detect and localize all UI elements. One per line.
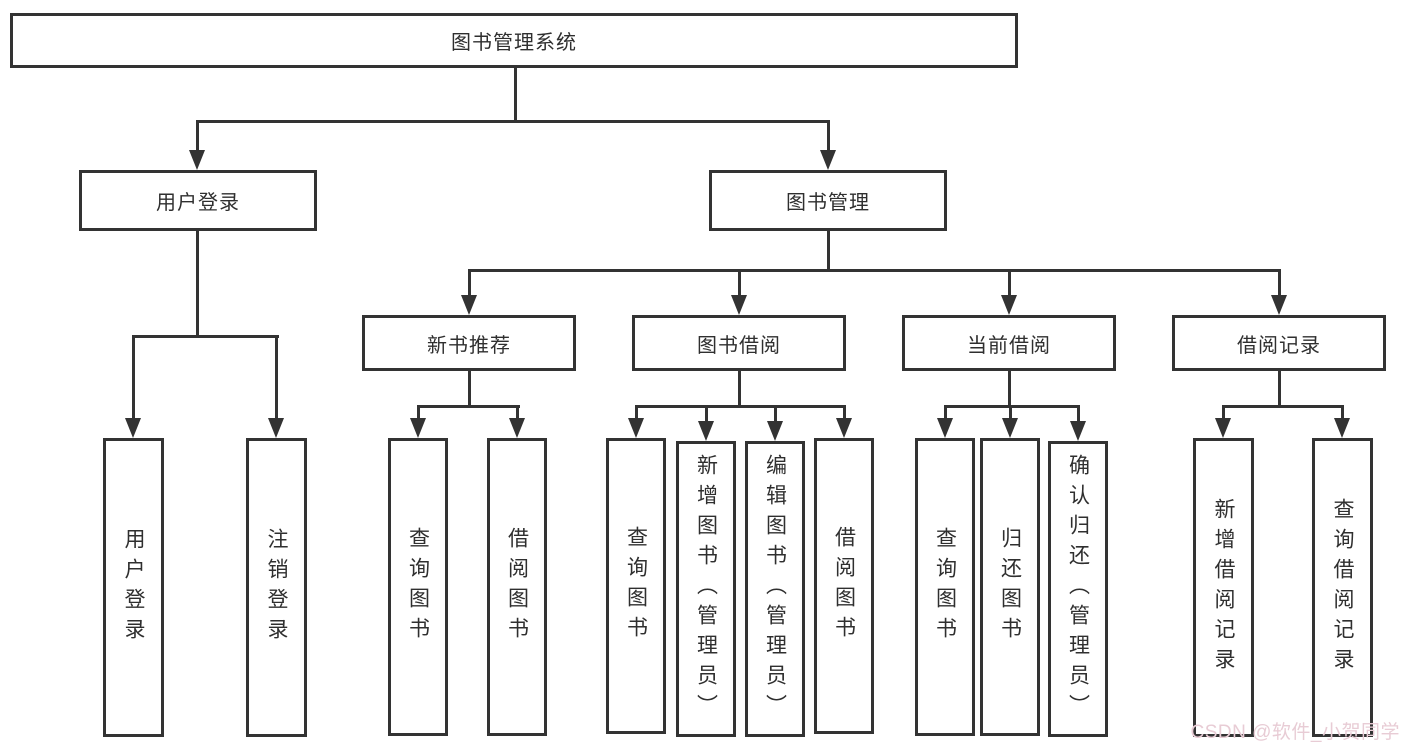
connector-drop-user-login xyxy=(196,120,199,154)
leaf-query-book-borrow: 查询图书 xyxy=(606,438,666,734)
connector-book-management-stub xyxy=(827,231,830,271)
node-user-login: 用户登录 xyxy=(79,170,317,231)
node-borrow-records-label: 借阅记录 xyxy=(1237,334,1321,357)
connector-group4-drop2 xyxy=(1341,405,1344,424)
arrow-down-icon xyxy=(410,418,426,438)
connector-group1-drop1 xyxy=(417,405,420,424)
connector-group2-drop2 xyxy=(705,405,708,424)
leaf-query-book-borrow-label: 查询图书 xyxy=(624,526,648,646)
connector-group3-drop2 xyxy=(1009,405,1012,424)
arrow-down-icon xyxy=(1001,295,1017,315)
arrow-down-icon xyxy=(189,150,205,170)
arrow-down-icon xyxy=(1271,295,1287,315)
node-root: 图书管理系统 xyxy=(10,13,1018,68)
leaf-user-login-label: 用户登录 xyxy=(122,527,145,648)
arrow-down-icon xyxy=(1002,418,1018,438)
arrow-down-icon xyxy=(767,421,783,441)
node-book-borrow-label: 图书借阅 xyxy=(697,334,781,357)
arrow-down-icon xyxy=(1215,418,1231,438)
connector-group1-stub xyxy=(468,370,471,408)
leaf-edit-book-admin-label: 编辑图书（管理员） xyxy=(763,454,787,724)
connector-drop-new-book-recommend xyxy=(468,269,471,299)
connector-group4-stub xyxy=(1278,370,1281,408)
leaf-query-borrow-record: 查询借阅记录 xyxy=(1312,438,1373,737)
connector-level1-hline xyxy=(196,120,830,123)
connector-drop-current-borrow xyxy=(1008,269,1011,299)
connector-group4-hline xyxy=(1222,405,1344,408)
node-current-borrow-label: 当前借阅 xyxy=(967,334,1051,357)
leaf-confirm-return-admin: 确认归还（管理员） xyxy=(1048,441,1108,737)
connector-group3-stub xyxy=(1008,370,1011,408)
arrow-down-icon xyxy=(1334,418,1350,438)
leaf-query-book-current: 查询图书 xyxy=(915,438,975,736)
node-book-borrow: 图书借阅 xyxy=(632,315,846,371)
connector-group3-hline xyxy=(944,405,1080,408)
leaf-add-book-admin: 新增图书（管理员） xyxy=(676,441,736,737)
leaf-add-borrow-record-label: 新增借阅记录 xyxy=(1212,497,1235,678)
connector-group4-drop1 xyxy=(1222,405,1225,424)
connector-group2-drop1 xyxy=(635,405,638,424)
connector-group2-hline xyxy=(635,405,846,408)
connector-drop-leaf-logout xyxy=(275,335,278,423)
connector-drop-borrow-records xyxy=(1278,269,1281,299)
leaf-confirm-return-admin-label: 确认归还（管理员） xyxy=(1066,454,1090,724)
leaf-query-book-current-label: 查询图书 xyxy=(933,527,957,647)
connector-group2-drop3 xyxy=(774,405,777,424)
connector-drop-leaf-user-login xyxy=(132,335,135,423)
leaf-logout-login-label: 注销登录 xyxy=(265,527,288,648)
leaf-add-book-admin-label: 新增图书（管理员） xyxy=(694,454,718,724)
connector-root-stub xyxy=(514,67,517,121)
arrow-down-icon xyxy=(509,418,525,438)
connector-drop-book-management xyxy=(827,120,830,154)
leaf-borrow-book-recommend-label: 借阅图书 xyxy=(505,527,529,647)
connector-group2-stub xyxy=(738,370,741,408)
arrow-down-icon xyxy=(125,418,141,438)
node-book-management: 图书管理 xyxy=(709,170,947,231)
arrow-down-icon xyxy=(731,295,747,315)
arrow-down-icon xyxy=(937,418,953,438)
arrow-down-icon xyxy=(1070,421,1086,441)
connector-group3-drop3 xyxy=(1077,405,1080,424)
node-current-borrow: 当前借阅 xyxy=(902,315,1116,371)
arrow-down-icon xyxy=(698,421,714,441)
node-book-management-label: 图书管理 xyxy=(786,192,870,214)
leaf-return-book-label: 归还图书 xyxy=(998,527,1022,647)
connector-user-login-hline xyxy=(132,335,279,338)
leaf-return-book: 归还图书 xyxy=(980,438,1040,736)
leaf-add-borrow-record: 新增借阅记录 xyxy=(1193,438,1254,737)
node-new-book-recommend: 新书推荐 xyxy=(362,315,576,371)
connector-group1-hline xyxy=(417,405,520,408)
node-root-label: 图书管理系统 xyxy=(451,32,577,54)
node-borrow-records: 借阅记录 xyxy=(1172,315,1386,371)
arrow-down-icon xyxy=(268,418,284,438)
leaf-query-book-recommend-label: 查询图书 xyxy=(406,527,430,647)
arrow-down-icon xyxy=(836,418,852,438)
connector-drop-book-borrow xyxy=(738,269,741,299)
leaf-borrow-book-recommend: 借阅图书 xyxy=(487,438,547,736)
connector-group3-drop1 xyxy=(944,405,947,424)
leaf-edit-book-admin: 编辑图书（管理员） xyxy=(745,441,805,737)
arrow-down-icon xyxy=(820,150,836,170)
connector-group1-drop2 xyxy=(516,405,519,424)
node-new-book-recommend-label: 新书推荐 xyxy=(427,334,511,357)
arrow-down-icon xyxy=(628,418,644,438)
connector-group2-drop4 xyxy=(843,405,846,424)
leaf-borrow-book-borrow-label: 借阅图书 xyxy=(832,526,856,646)
connector-user-login-stub xyxy=(196,231,199,337)
watermark: CSDN @软件_小贺同学 xyxy=(1190,722,1400,743)
leaf-borrow-book-borrow: 借阅图书 xyxy=(814,438,874,734)
leaf-user-login: 用户登录 xyxy=(103,438,164,737)
leaf-query-book-recommend: 查询图书 xyxy=(388,438,448,736)
connector-level2-hline xyxy=(468,269,1281,272)
node-user-login-label: 用户登录 xyxy=(156,192,240,214)
leaf-logout-login: 注销登录 xyxy=(246,438,307,737)
arrow-down-icon xyxy=(461,295,477,315)
leaf-query-borrow-record-label: 查询借阅记录 xyxy=(1331,497,1354,678)
